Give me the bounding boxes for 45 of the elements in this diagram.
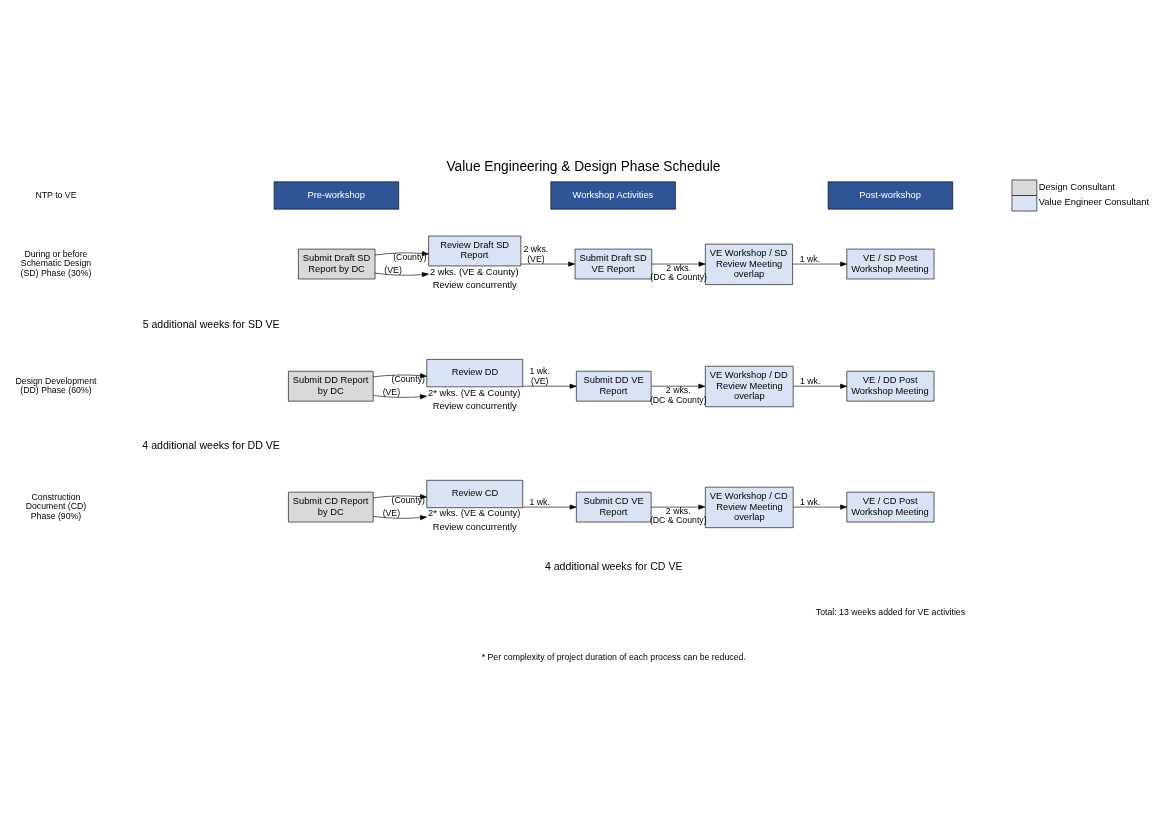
diagram-title: Value Engineering & Design Phase Schedule bbox=[446, 158, 721, 174]
edge-label: 1 wk. bbox=[529, 496, 550, 507]
arrow bbox=[651, 261, 706, 267]
edge-label: 1 wk. bbox=[799, 496, 821, 507]
arrow bbox=[372, 373, 427, 379]
legend-label: Value Engineer Consultant bbox=[1038, 197, 1150, 208]
node-label: 2* wks. (VE & County) bbox=[428, 508, 521, 519]
arrow bbox=[374, 272, 429, 278]
label: NTP to VE bbox=[35, 189, 77, 200]
arrow bbox=[650, 504, 706, 510]
edge-label: (VE) bbox=[382, 507, 401, 518]
label: 4 additional weeks for DD VE bbox=[142, 439, 280, 452]
arrow bbox=[372, 394, 427, 400]
arrow bbox=[374, 251, 429, 256]
node-label: Review concurrently bbox=[432, 400, 517, 411]
arrow bbox=[522, 383, 577, 389]
node-label: 2* wks. (VE & County) bbox=[428, 387, 521, 398]
arrow bbox=[792, 504, 848, 510]
edge-label: 2 wks. (VE) bbox=[523, 244, 549, 264]
arrow bbox=[522, 504, 577, 510]
legend-label: Design Consultant bbox=[1038, 181, 1115, 192]
arrow bbox=[792, 383, 848, 389]
label: * Per complexity of project duration of each process can be reduced. bbox=[481, 651, 746, 662]
arrow bbox=[792, 261, 847, 267]
edge-label: (VE) bbox=[382, 387, 401, 398]
edge-label: 1 wk. bbox=[799, 253, 821, 264]
label: 5 additional weeks for SD VE bbox=[142, 318, 280, 331]
edge-label: (County) bbox=[393, 251, 427, 262]
label: 4 additional weeks for CD VE bbox=[544, 560, 683, 573]
arrow bbox=[650, 383, 706, 389]
arrow bbox=[372, 515, 427, 521]
edge-label: 1 wk. bbox=[799, 375, 821, 386]
edge-label: (VE) bbox=[384, 264, 402, 275]
node-label: Review concurrently bbox=[432, 521, 517, 532]
label: Design Development (DD) Phase (60%) bbox=[15, 375, 97, 396]
label: Total: 13 weeks added for VE activities bbox=[815, 606, 966, 617]
edge-label: (County) bbox=[391, 373, 425, 384]
label: During or before Schematic Design (SD) Phase (30%) bbox=[20, 249, 92, 278]
edge-label: (County) bbox=[391, 494, 425, 505]
node-label: 2 wks. (VE & County) bbox=[429, 266, 519, 277]
node-label: Review concurrently bbox=[432, 279, 517, 290]
label: Construction Document (CD) Phase (90%) bbox=[25, 492, 87, 521]
edge-label: 1 wk. (VE) bbox=[529, 366, 550, 386]
arrow bbox=[372, 494, 427, 500]
arrow bbox=[520, 261, 576, 267]
